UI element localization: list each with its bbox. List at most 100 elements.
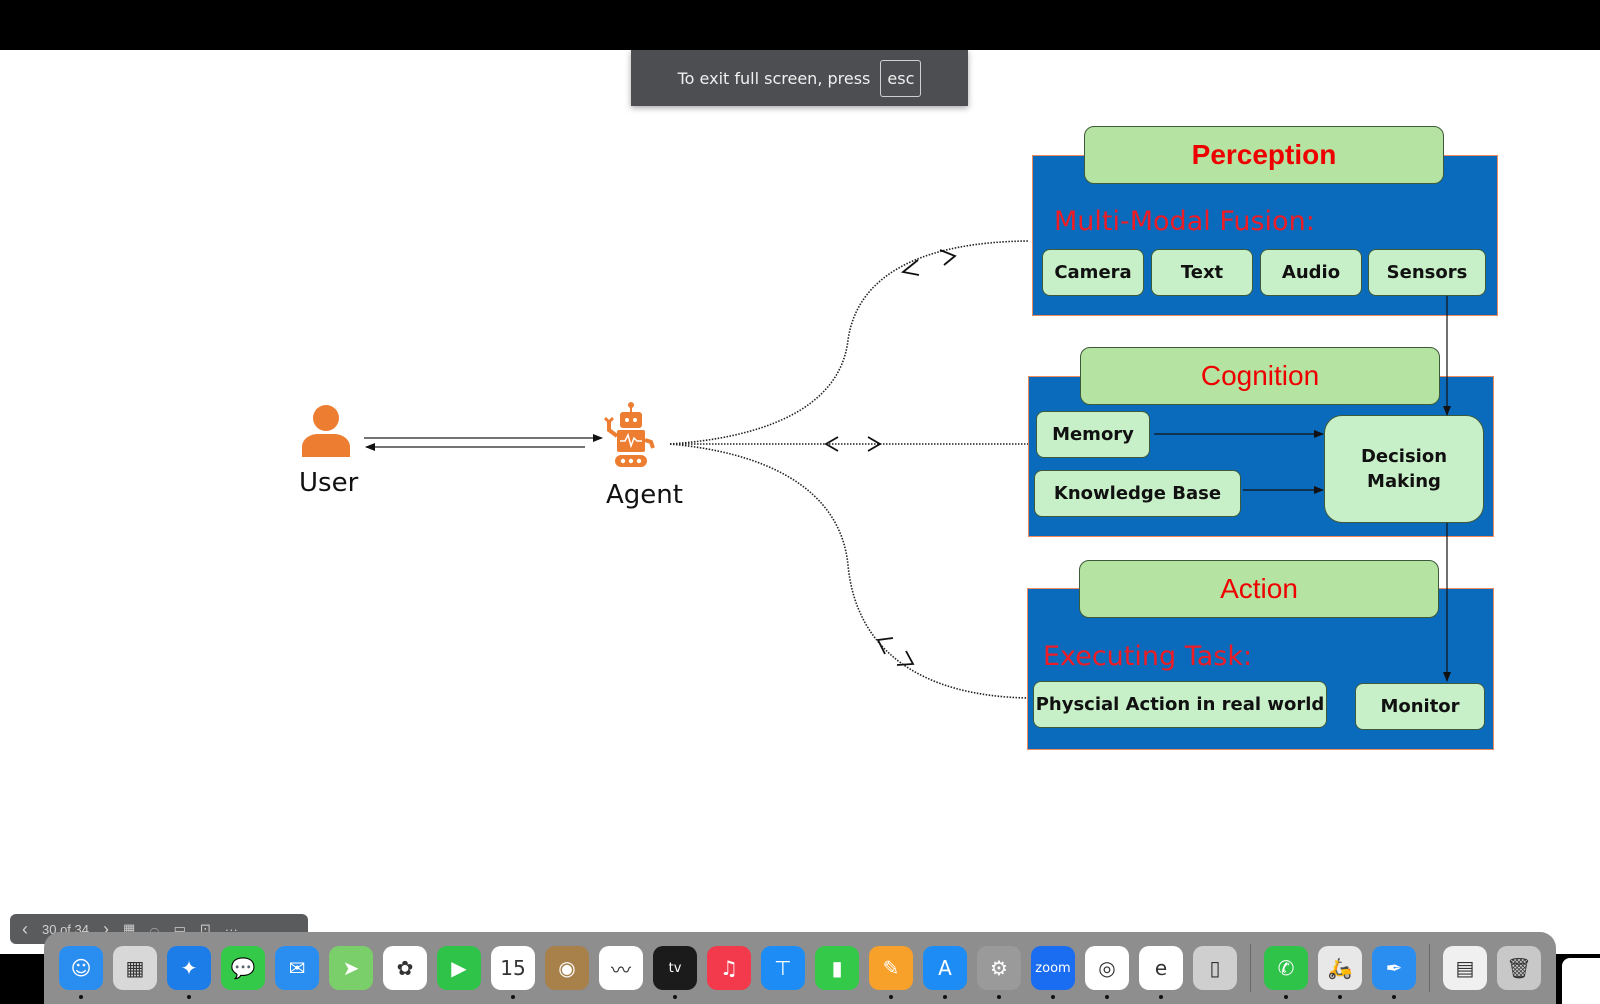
photos-icon: ✿: [396, 956, 414, 980]
agent-action-connector: [669, 443, 1029, 699]
agent-actor: [603, 400, 659, 470]
chevron-left-icon: [876, 637, 894, 655]
screen-edge-left: [0, 954, 44, 1004]
maps-icon: ➤: [342, 956, 360, 980]
dock-app-document-window[interactable]: ▤: [1443, 946, 1487, 990]
facetime-icon: ▶: [451, 956, 467, 980]
chevron-right-icon: [896, 650, 915, 666]
whatsapp-icon: ✆: [1277, 956, 1295, 980]
action-item-physical-action: Physcial Action in real world: [1033, 681, 1327, 728]
dock-app-keynote[interactable]: ⊤: [761, 946, 805, 990]
chevron-right-icon: [867, 436, 882, 452]
system-settings-icon: ⚙: [990, 956, 1008, 980]
prev-slide-button[interactable]: ‹: [22, 918, 28, 939]
launchpad-icon: ▦: [125, 956, 145, 980]
running-indicator: [1338, 995, 1342, 999]
document-window-icon: ▤: [1455, 956, 1475, 980]
dock-separator: [1250, 944, 1251, 992]
perception-item-camera: Camera: [1042, 249, 1144, 296]
tv-icon: tv: [668, 960, 682, 976]
dock-app-maps[interactable]: ➤: [329, 946, 373, 990]
zoom-icon: zoom: [1035, 960, 1071, 976]
dock-app-edge[interactable]: e: [1139, 946, 1183, 999]
dock-separator: [1429, 944, 1430, 992]
action-title: Action: [1079, 560, 1439, 618]
dock-app-trash[interactable]: 🗑: [1497, 946, 1541, 990]
fullscreen-exit-toast: To exit full screen, press esc: [631, 50, 968, 106]
running-indicator: [1159, 995, 1163, 999]
perception-item-sensors: Sensors: [1368, 249, 1486, 296]
running-indicator: [187, 995, 191, 999]
cognition-item-knowledge-base: Knowledge Base: [1034, 470, 1241, 517]
screen-edge-right-inner: [1562, 958, 1600, 1004]
dock-app-zoom[interactable]: zoom: [1031, 946, 1075, 999]
cognition-title: Cognition: [1080, 347, 1440, 405]
robot-icon: [603, 402, 655, 467]
running-indicator: [673, 995, 677, 999]
running-indicator: [1392, 995, 1396, 999]
perception-item-text: Text: [1151, 249, 1253, 296]
pointer-icon[interactable]: ⌓: [149, 921, 160, 936]
captions-icon[interactable]: ⊡: [199, 921, 211, 936]
trash-icon: 🗑: [1506, 956, 1532, 980]
dock-app-chrome[interactable]: ◎: [1085, 946, 1129, 999]
dock-app-launchpad[interactable]: ▦: [113, 946, 157, 990]
running-indicator: [79, 995, 83, 999]
user-label: User: [299, 468, 359, 498]
esc-key-badge[interactable]: esc: [880, 59, 922, 97]
mail-icon: ✉: [288, 956, 306, 980]
safari-icon: ✦: [180, 956, 198, 980]
dock-app-pages[interactable]: ✎: [869, 946, 913, 999]
agent-label: Agent: [606, 480, 683, 510]
pen-app-icon: ✒: [1385, 956, 1403, 980]
perception-title: Perception: [1084, 126, 1444, 184]
numbers-icon: ▮: [831, 956, 843, 980]
dock-app-finder[interactable]: ☺: [59, 946, 103, 999]
chevron-right-icon: [939, 249, 957, 266]
dock-app-freeform[interactable]: 〰: [599, 946, 643, 990]
action-item-monitor: Monitor: [1355, 683, 1485, 730]
iphone-mirroring-icon: ▯: [1209, 956, 1221, 980]
cognition-item-decision-making: Decision Making: [1324, 415, 1484, 523]
perception-item-audio: Audio: [1260, 249, 1362, 296]
dock-app-photos[interactable]: ✿: [383, 946, 427, 990]
dock-app-mail[interactable]: ✉: [275, 946, 319, 990]
macos-dock: ☺ ▦ ✦ 💬 ✉ ➤ ✿ ▶ 15 ◉ 〰 tv ♫ ⊤ ▮ ✎ A ⚙ zoom ◎ e ▯ ✆ 🛵 ✒ ▤ 🗑: [44, 932, 1556, 1004]
edge-icon: e: [1154, 956, 1168, 980]
dock-app-facetime[interactable]: ▶: [437, 946, 481, 990]
running-indicator: [943, 995, 947, 999]
person-icon: [302, 405, 350, 457]
user-actor: [298, 403, 354, 459]
dock-app-app-store[interactable]: A: [923, 946, 967, 999]
dock-app-whatsapp[interactable]: ✆: [1264, 946, 1308, 999]
toast-message: To exit full screen, press: [677, 68, 871, 88]
messages-icon: 💬: [230, 956, 256, 980]
dock-app-safari[interactable]: ✦: [167, 946, 211, 999]
dock-app-tv[interactable]: tv: [653, 946, 697, 999]
running-indicator: [1105, 995, 1109, 999]
next-slide-button[interactable]: ›: [103, 918, 109, 939]
chevron-left-icon: [900, 259, 920, 276]
action-subheading: Executing Task:: [1043, 641, 1253, 672]
dock-app-messages[interactable]: 💬: [221, 946, 265, 990]
dock-app-calendar[interactable]: 15: [491, 946, 535, 999]
app-store-icon: A: [938, 956, 952, 980]
running-indicator: [1284, 995, 1288, 999]
fullscreen-black-bar: [0, 0, 1600, 50]
dock-app-numbers[interactable]: ▮: [815, 946, 859, 990]
scooter-app-icon: 🛵: [1327, 956, 1353, 980]
running-indicator: [889, 995, 893, 999]
dock-app-pen-app[interactable]: ✒: [1372, 946, 1416, 999]
dock-app-scooter-app[interactable]: 🛵: [1318, 946, 1362, 999]
agent-perception-connector: [669, 240, 1029, 445]
dock-app-iphone-mirroring[interactable]: ▯: [1193, 946, 1237, 990]
dock-app-music[interactable]: ♫: [707, 946, 751, 990]
keynote-icon: ⊤: [774, 956, 792, 980]
dock-app-system-settings[interactable]: ⚙: [977, 946, 1021, 999]
dock-app-contacts[interactable]: ◉: [545, 946, 589, 990]
chevron-left-icon: [824, 436, 839, 452]
contacts-icon: ◉: [558, 956, 576, 980]
running-indicator: [997, 995, 1001, 999]
cognition-item-memory: Memory: [1036, 411, 1150, 458]
